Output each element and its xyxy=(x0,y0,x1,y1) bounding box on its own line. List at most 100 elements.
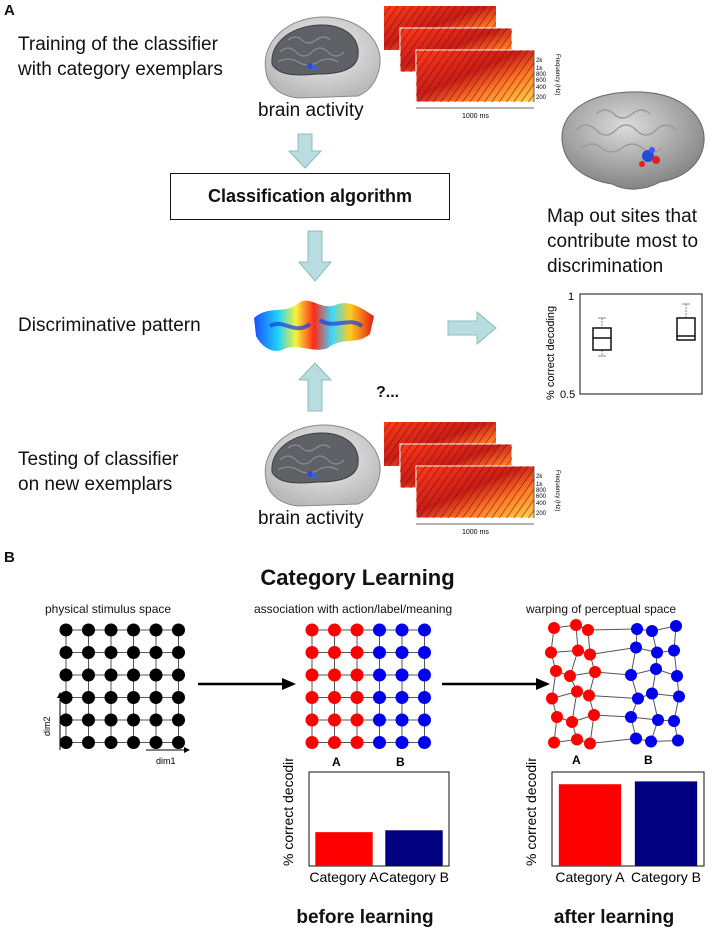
grid2-node xyxy=(373,736,386,749)
grid3-edge xyxy=(588,695,639,699)
freq-b-tick-200: 200 xyxy=(536,511,547,517)
map-sites-text: Map out sites that contribute most to di… xyxy=(547,204,698,279)
grid3-node xyxy=(646,625,658,637)
grid3-edge xyxy=(589,738,637,744)
discriminative-pattern-surface xyxy=(254,300,374,351)
grid3-node xyxy=(589,666,601,678)
grid1-node xyxy=(82,623,95,637)
time-label: 1000 ms xyxy=(462,113,489,120)
grid1-node xyxy=(104,713,118,727)
freq-b-tick-800: 800 xyxy=(536,488,547,494)
down-arrow-1 xyxy=(287,133,323,169)
testing-text: Testing of classifier on new exemplars xyxy=(18,447,179,497)
grid1-node xyxy=(149,646,163,659)
grid2-node xyxy=(418,623,431,637)
boxplot-box-2 xyxy=(676,303,696,341)
dim1-label: dim1 xyxy=(156,756,176,766)
testing-text-line2: on new exemplars xyxy=(18,474,173,495)
bar-category-a xyxy=(315,832,373,866)
grid3-node xyxy=(548,622,560,634)
grid3-node xyxy=(584,737,596,750)
grid3-node xyxy=(650,663,662,675)
time-b-label: 1000 ms xyxy=(462,529,489,536)
brain-surface-map xyxy=(561,91,705,190)
training-text: Training of the classifier with category… xyxy=(18,32,223,82)
grid1-node xyxy=(59,668,73,682)
classification-algorithm-label: Classification algorithm xyxy=(207,186,413,206)
arrow-to-association xyxy=(198,678,296,690)
grid3-title: warping of perceptual space xyxy=(526,602,677,616)
grid2-node xyxy=(305,691,319,704)
freq-tick-600: 600 xyxy=(536,78,547,84)
panel-b-label: B xyxy=(4,549,15,566)
category-learning-title: Category Learning xyxy=(260,565,455,590)
grid3-node xyxy=(651,646,663,659)
grid1-node xyxy=(82,736,95,749)
grid2-node xyxy=(350,623,364,637)
freq-b-axis-label: Frequency (Hz) xyxy=(554,470,560,511)
grid3-node xyxy=(550,665,562,677)
testing-text-line1: Testing of classifier xyxy=(18,449,179,470)
grid2-label-a: A xyxy=(332,755,341,769)
grid1-node xyxy=(149,668,163,682)
freq-b-tick-1k: 1k xyxy=(536,482,543,488)
classification-algorithm-box: Classification algorithm xyxy=(170,173,450,220)
grid1-node xyxy=(59,736,73,749)
grid2-node xyxy=(350,646,364,659)
freq-axis-label: Frequency (Hz) xyxy=(554,54,560,95)
bar-tick-label: Category B xyxy=(379,869,449,885)
freq-b-tick-600: 600 xyxy=(536,494,547,500)
grid3-node xyxy=(588,709,600,721)
grid1-node xyxy=(149,691,163,704)
grid1-node xyxy=(59,713,73,727)
grid2-node xyxy=(305,736,319,749)
grid1-node xyxy=(82,646,95,659)
right-arrow xyxy=(447,310,497,346)
after-learning-caption: after learning xyxy=(553,907,675,928)
freq-b-tick-2k: 2k xyxy=(536,474,543,480)
grid1-node xyxy=(172,623,185,637)
grid2-node xyxy=(305,646,319,659)
freq-tick-400: 400 xyxy=(536,85,547,91)
spectrogram-b-layer-3 xyxy=(415,465,535,519)
grid2-node xyxy=(350,736,364,749)
grid2-node xyxy=(350,691,364,704)
training-text-line1: Training of the classifier xyxy=(18,34,218,55)
brain-caption-bottom: brain activity xyxy=(258,508,364,529)
boxplot-ylabel: % correct decoding xyxy=(545,306,557,400)
grid3-label-b: B xyxy=(644,753,653,767)
grid2-node xyxy=(395,691,409,704)
grid1-node xyxy=(127,623,140,637)
grid3-node xyxy=(668,644,680,657)
grid3-node xyxy=(630,732,642,745)
grid3-node xyxy=(545,646,557,659)
grid1-node xyxy=(172,646,185,659)
grid1-node xyxy=(82,668,95,682)
grid1-node xyxy=(127,646,140,659)
grid2-node xyxy=(305,668,319,682)
grid1-node xyxy=(172,736,185,749)
grid1-node xyxy=(149,713,163,727)
map-sites-line1: Map out sites that xyxy=(547,206,697,227)
grid3-node xyxy=(564,670,576,682)
grid1-node xyxy=(172,691,185,704)
grid2-node xyxy=(418,691,431,704)
grid3-edge xyxy=(594,671,632,676)
grid2-dots xyxy=(305,623,431,749)
freq-tick-2k: 2k xyxy=(536,58,543,64)
grid1-node xyxy=(59,646,73,659)
grid2-node xyxy=(418,668,431,682)
grid3-edge xyxy=(589,647,637,655)
grid2-node xyxy=(373,646,386,659)
grid2-node xyxy=(328,646,341,659)
grid2-title: association with action/label/meaning xyxy=(254,602,453,616)
bar-tick-label: Category A xyxy=(555,869,625,885)
grid3-node xyxy=(566,716,578,728)
grid2-node xyxy=(418,713,431,727)
grid3-node xyxy=(652,714,664,726)
grid3-node xyxy=(571,685,583,698)
grid3-node xyxy=(572,644,584,657)
grid2-lines xyxy=(311,629,425,743)
grid1-node xyxy=(172,668,185,682)
